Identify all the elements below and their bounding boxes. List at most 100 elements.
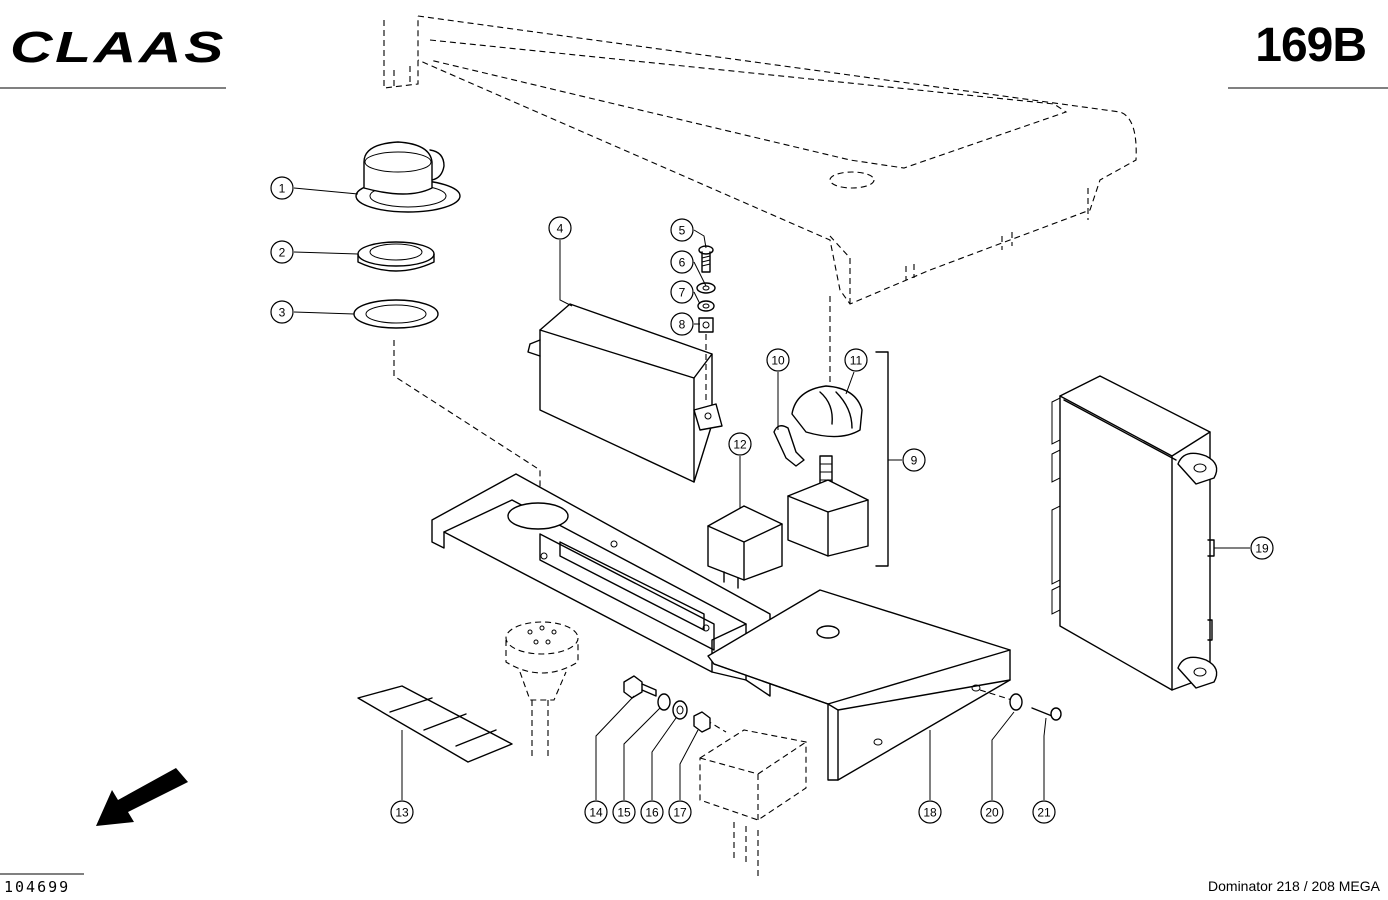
callout-number: 19	[1255, 542, 1269, 556]
part-nut-8	[698, 317, 714, 333]
part-screw-5	[698, 245, 714, 273]
connector-socket	[699, 719, 807, 880]
callout-circle	[918, 800, 942, 824]
cab-housing-outline	[383, 15, 1137, 305]
callout-number: 13	[395, 806, 409, 820]
callout-12: 12	[728, 432, 752, 456]
callout-number: 6	[679, 256, 686, 270]
callout-circle	[584, 800, 608, 824]
part-threaded-ring	[357, 241, 435, 272]
callout-19: 19	[1250, 536, 1274, 560]
callout-4: 4	[548, 216, 572, 240]
part-washer-15	[657, 693, 671, 711]
callout-circle	[612, 800, 636, 824]
part-nut-17	[693, 711, 711, 733]
callout-number: 3	[279, 306, 286, 320]
callout-number: 15	[617, 806, 631, 820]
callout-circle	[390, 800, 414, 824]
frame-lines	[0, 87, 1388, 875]
callout-2: 2	[270, 240, 294, 264]
callout-number: 16	[645, 806, 659, 820]
callout-9: 9	[902, 448, 926, 472]
callout-circle	[670, 218, 694, 242]
callout-6: 6	[670, 250, 694, 274]
callout-circle	[548, 216, 572, 240]
callout-number: 10	[771, 354, 785, 368]
callout-circle	[766, 348, 790, 372]
part-relay	[707, 505, 783, 589]
connector-plug	[505, 621, 579, 760]
part-gasket	[353, 299, 439, 329]
callout-number: 7	[679, 286, 686, 300]
callout-circle	[270, 300, 294, 324]
part-screw-21	[1031, 707, 1062, 721]
callout-number: 9	[911, 454, 918, 468]
callout-16: 16	[640, 800, 664, 824]
callout-number: 11	[850, 354, 863, 368]
callout-circle	[1250, 536, 1274, 560]
callout-number: 8	[679, 318, 686, 332]
callout-13: 13	[390, 800, 414, 824]
part-washer-20	[1009, 693, 1023, 711]
part-clip	[773, 425, 805, 467]
callout-number: 14	[589, 806, 603, 820]
callout-leaders	[293, 187, 1250, 800]
callout-1: 1	[270, 176, 294, 200]
callout-circle	[670, 280, 694, 304]
direction-arrow-icon	[96, 768, 188, 826]
part-knob	[791, 385, 863, 438]
part-control-box	[527, 303, 723, 483]
claas-logo: CLAAS	[10, 23, 226, 70]
callout-8: 8	[670, 312, 694, 336]
callout-17: 17	[668, 800, 692, 824]
callout-18: 18	[918, 800, 942, 824]
callout-circle	[980, 800, 1004, 824]
part-cap	[355, 141, 461, 213]
part-washer-7	[697, 300, 715, 312]
svg-text:CLAAS: CLAAS	[10, 23, 226, 70]
part-control-unit	[1051, 375, 1218, 691]
callout-circle	[670, 312, 694, 336]
callout-15: 15	[612, 800, 636, 824]
callout-number: 5	[679, 224, 686, 238]
callout-number: 2	[279, 246, 286, 260]
callout-number: 1	[279, 182, 286, 196]
drawing-number: 104699	[4, 878, 71, 896]
callout-circle	[1032, 800, 1056, 824]
callout-20: 20	[980, 800, 1004, 824]
callout-number: 17	[673, 806, 687, 820]
callout-10: 10	[766, 348, 790, 372]
callout-circle	[640, 800, 664, 824]
part-bracket	[707, 589, 1011, 781]
callout-number: 18	[923, 806, 937, 820]
callout-circle	[902, 448, 926, 472]
callout-circle	[728, 432, 752, 456]
part-rotary-switch	[787, 455, 869, 557]
callout-5: 5	[670, 218, 694, 242]
part-label-sticker	[357, 685, 513, 763]
part-washer-16	[672, 700, 688, 720]
callout-7: 7	[670, 280, 694, 304]
callout-11: 11	[844, 348, 868, 372]
model-label: Dominator 218 / 208 MEGA	[1208, 878, 1380, 894]
callout-circle	[670, 250, 694, 274]
callout-number: 4	[557, 222, 564, 236]
callout-number: 12	[733, 438, 747, 452]
callout-21: 21	[1032, 800, 1056, 824]
part-washer-6	[696, 282, 716, 294]
callout-circle	[270, 240, 294, 264]
callout-14: 14	[584, 800, 608, 824]
part-bolt-14	[623, 675, 657, 699]
callout-3: 3	[270, 300, 294, 324]
assembly-line	[979, 689, 1013, 701]
group-bracket	[875, 351, 889, 567]
callout-circle	[844, 348, 868, 372]
callout-circle	[668, 800, 692, 824]
sheet-number: 169B	[1255, 19, 1367, 72]
callout-circle	[270, 176, 294, 200]
callout-number: 21	[1037, 806, 1051, 820]
callout-number: 20	[985, 806, 999, 820]
